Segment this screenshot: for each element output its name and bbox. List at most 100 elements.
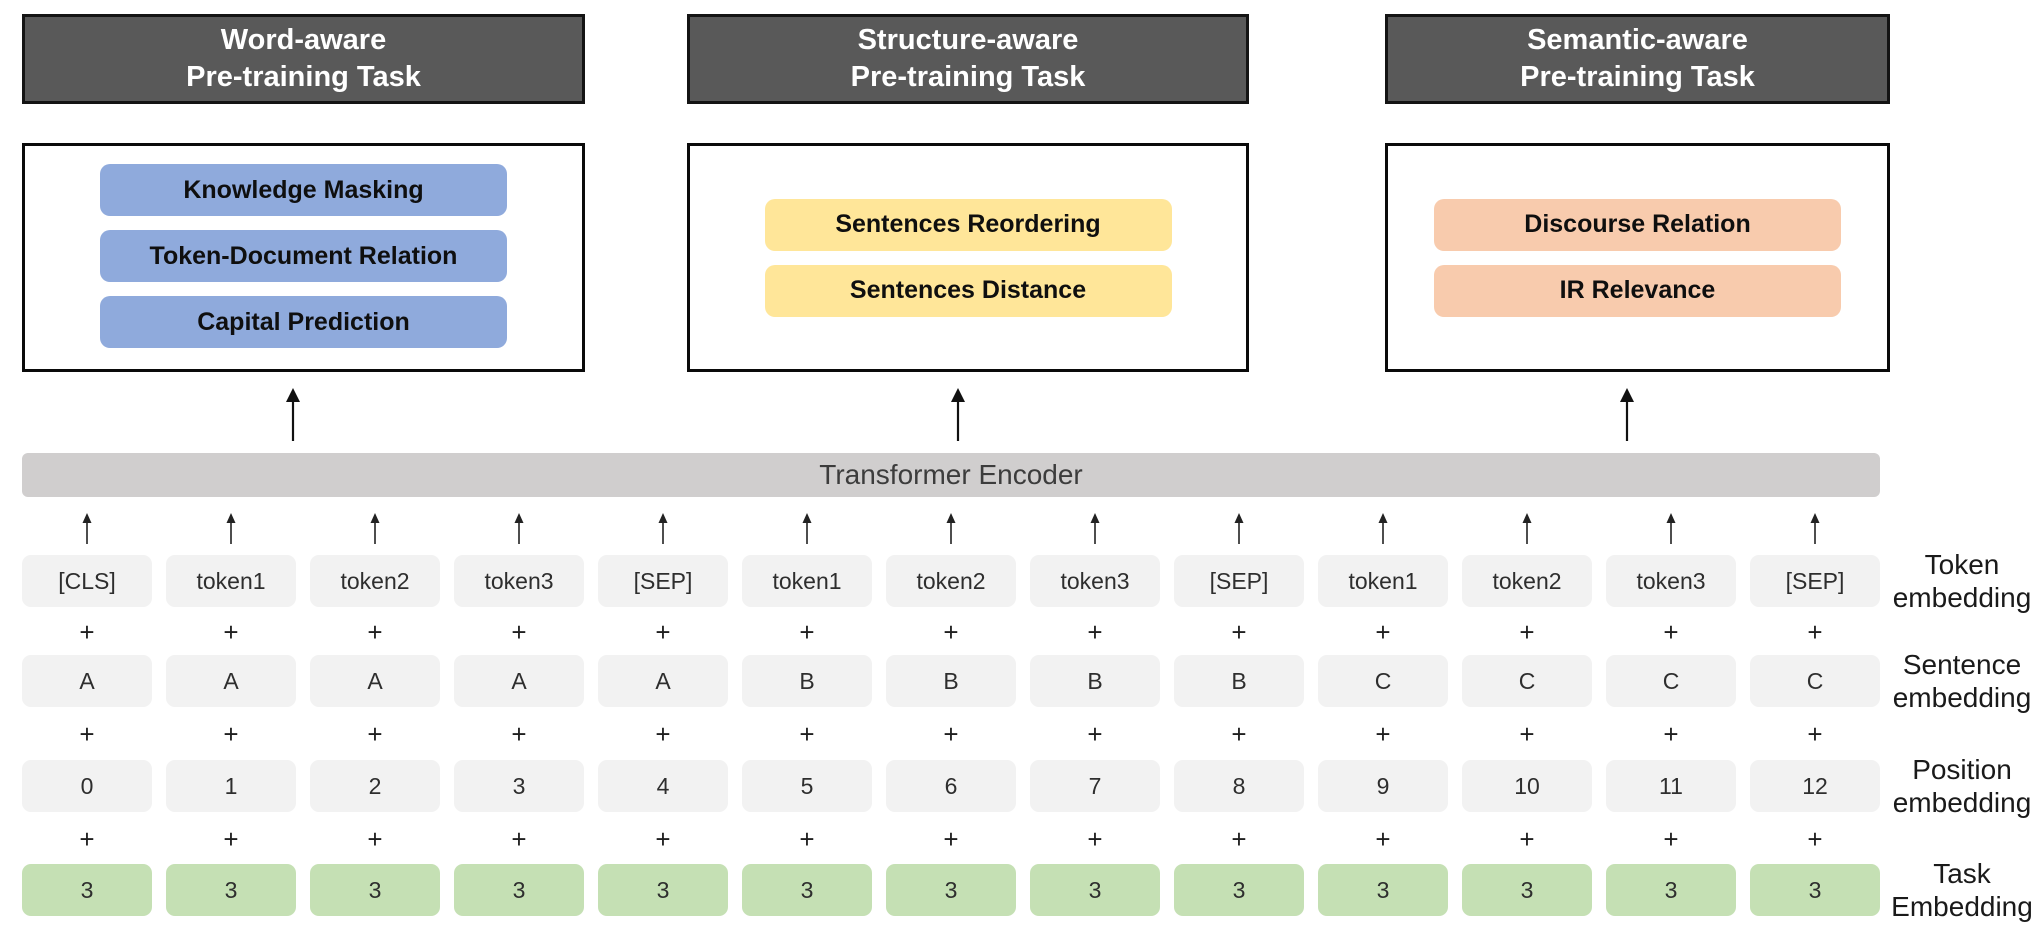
plus-sign: +: [1807, 719, 1823, 749]
token-cell: token3: [454, 555, 584, 607]
task-cell: 3: [886, 864, 1016, 916]
up-arrow-icon: [310, 512, 440, 546]
transformer-encoder-bar: Transformer Encoder: [22, 453, 1880, 497]
plus-sign: +: [223, 824, 239, 854]
plus-row: + + + + + + + + + + + + +: [22, 617, 1880, 647]
token-cell: token3: [1030, 555, 1160, 607]
structure-aware-header-line2: Pre-training Task: [850, 61, 1086, 93]
task-cell: 3: [1750, 864, 1880, 916]
task-cell: 3: [1030, 864, 1160, 916]
plus-sign: +: [1519, 719, 1535, 749]
up-arrow-icon: [1318, 512, 1448, 546]
up-arrow-icon: [22, 512, 152, 546]
up-arrow-icon: [1462, 512, 1592, 546]
semantic-aware-header-line1: Semantic-aware: [1527, 24, 1748, 56]
token-embedding-label-line1: Token: [1924, 549, 2000, 580]
plus-sign: +: [511, 824, 527, 854]
position-embedding-label: Position embedding: [1882, 753, 2042, 819]
task-cell: 3: [310, 864, 440, 916]
plus-row: + + + + + + + + + + + + +: [22, 824, 1880, 854]
token-cell: token2: [886, 555, 1016, 607]
task-pill-knowledge-masking: Knowledge Masking: [100, 164, 507, 216]
position-cell: 7: [1030, 760, 1160, 812]
sentence-cell: C: [1318, 655, 1448, 707]
plus-sign: +: [655, 617, 671, 647]
word-aware-header-line2: Pre-training Task: [186, 61, 421, 93]
position-cell: 10: [1462, 760, 1592, 812]
plus-sign: +: [1375, 719, 1391, 749]
plus-sign: +: [1231, 824, 1247, 854]
input-arrows-row: [22, 512, 1880, 546]
plus-sign: +: [79, 719, 95, 749]
plus-sign: +: [799, 617, 815, 647]
up-arrow-icon: [598, 512, 728, 546]
position-cell: 12: [1750, 760, 1880, 812]
token-cell: [SEP]: [1174, 555, 1304, 607]
task-cell: 3: [1606, 864, 1736, 916]
token-cell: token1: [742, 555, 872, 607]
plus-sign: +: [655, 824, 671, 854]
task-pill-sentences-distance: Sentences Distance: [764, 264, 1172, 317]
word-aware-task-box: Knowledge Masking Token-Document Relatio…: [22, 143, 585, 372]
plus-sign: +: [943, 617, 959, 647]
task-cell: 3: [598, 864, 728, 916]
task-cell: 3: [742, 864, 872, 916]
plus-sign: +: [1519, 617, 1535, 647]
plus-sign: +: [1663, 824, 1679, 854]
task-embedding-label: Task Embedding: [1882, 857, 2042, 923]
semantic-aware-header: Semantic-aware Pre-training Task: [1385, 14, 1890, 104]
task-embedding-label-line1: Task: [1933, 858, 1991, 889]
up-arrow-icon: [1750, 512, 1880, 546]
position-cell: 8: [1174, 760, 1304, 812]
plus-sign: +: [943, 719, 959, 749]
up-arrow-icon: [1620, 388, 1634, 441]
token-cell: [SEP]: [1750, 555, 1880, 607]
plus-sign: +: [1663, 617, 1679, 647]
plus-row: + + + + + + + + + + + + +: [22, 719, 1880, 749]
word-aware-header: Word-aware Pre-training Task: [22, 14, 585, 104]
plus-sign: +: [1519, 824, 1535, 854]
task-embedding-row: 3 3 3 3 3 3 3 3 3 3 3 3 3: [22, 864, 1880, 916]
sentence-cell: B: [1174, 655, 1304, 707]
plus-sign: +: [1087, 617, 1103, 647]
plus-sign: +: [799, 824, 815, 854]
sentence-cell: B: [742, 655, 872, 707]
semantic-aware-task-box: Discourse Relation IR Relevance: [1385, 143, 1890, 372]
sentence-cell: A: [22, 655, 152, 707]
token-cell: token2: [1462, 555, 1592, 607]
position-cell: 6: [886, 760, 1016, 812]
task-pill-discourse-relation: Discourse Relation: [1434, 198, 1841, 251]
up-arrow-icon: [742, 512, 872, 546]
plus-sign: +: [367, 617, 383, 647]
sentence-embedding-label-line1: Sentence: [1902, 649, 2022, 680]
plus-sign: +: [1807, 824, 1823, 854]
task-cell: 3: [454, 864, 584, 916]
sentence-cell: C: [1606, 655, 1736, 707]
structure-aware-header: Structure-aware Pre-training Task: [687, 14, 1249, 104]
token-embedding-row: [CLS] token1 token2 token3 [SEP] token1 …: [22, 555, 1880, 607]
token-cell: token3: [1606, 555, 1736, 607]
plus-sign: +: [367, 824, 383, 854]
sentence-embedding-label-line2: embedding: [1892, 682, 2032, 713]
task-embedding-label-line2: Embedding: [1891, 891, 2033, 922]
plus-sign: +: [655, 719, 671, 749]
task-cell: 3: [166, 864, 296, 916]
sentence-cell: B: [886, 655, 1016, 707]
task-cell: 3: [1318, 864, 1448, 916]
up-arrow-icon: [1174, 512, 1304, 546]
task-pill-ir-relevance: IR Relevance: [1434, 264, 1841, 317]
plus-sign: +: [1231, 617, 1247, 647]
position-embedding-label-line2: embedding: [1892, 787, 2032, 818]
token-cell: token1: [166, 555, 296, 607]
up-arrow-icon: [1030, 512, 1160, 546]
plus-sign: +: [367, 719, 383, 749]
token-cell: [SEP]: [598, 555, 728, 607]
structure-aware-header-line1: Structure-aware: [857, 24, 1079, 56]
plus-sign: +: [223, 617, 239, 647]
sentence-cell: A: [454, 655, 584, 707]
position-cell: 4: [598, 760, 728, 812]
plus-sign: +: [799, 719, 815, 749]
up-arrow-icon: [454, 512, 584, 546]
sentence-cell: A: [310, 655, 440, 707]
